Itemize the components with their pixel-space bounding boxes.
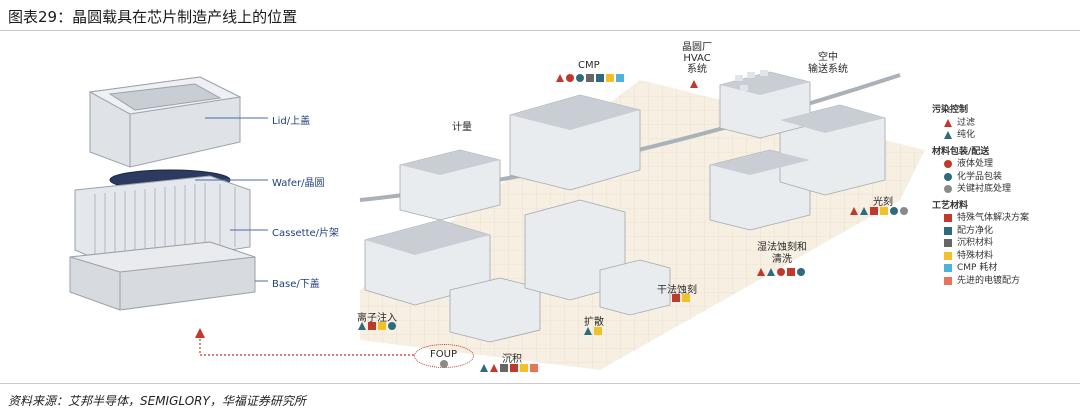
station-diffusion: 扩散 [584, 317, 604, 328]
foup-symbols [440, 360, 448, 368]
station-deposition: 沉积 [502, 354, 522, 365]
legend-item: CMP 耗材 [932, 262, 1029, 275]
source-note: 资料来源：艾邦半导体，SEMIGLORY，华福证券研究所 [8, 394, 306, 408]
legend-contamination-title: 污染控制 [932, 105, 969, 115]
station-dry: 干法蚀刻 [657, 285, 697, 296]
legend-process-materials-title: 工艺材料 [932, 200, 969, 211]
deposition-symbols [480, 364, 538, 372]
legend-item: 先进的电镀配方 [932, 275, 1029, 288]
part-wafer-label: Wafer/晶圆 [272, 178, 325, 189]
part-lid-label: Lid/上盖 [272, 116, 311, 127]
legend-item: 沉积材料 [932, 237, 1029, 250]
wafer-carrier-illustration [69, 76, 256, 311]
station-metrology: 计量 [452, 122, 472, 133]
legend-item: 化学品包装 [932, 171, 1029, 184]
legend-item: 特殊气体解决方案 [932, 212, 1029, 225]
station-amhs: 空中 输送系统 [808, 52, 848, 75]
litho-symbols [850, 207, 908, 215]
diffusion-symbols [584, 327, 602, 335]
wet-symbols [757, 268, 805, 276]
legend: 污染控制 过滤 纯化 材料包装/配送 液体处理 化学品包装 关键衬底处理 工艺材… [932, 100, 1029, 287]
legend-item: 纯化 [932, 129, 1029, 142]
station-implant: 离子注入 [357, 313, 397, 324]
fab-floor-illustration [359, 70, 925, 370]
title-divider [0, 30, 1080, 31]
station-fab-hvac: 晶圆厂 HVAC 系统 [682, 42, 712, 75]
legend-materials-pkg-title: 材料包装/配送 [932, 146, 990, 157]
legend-item: 过滤 [932, 117, 1029, 130]
station-cmp: CMP [578, 60, 600, 71]
station-wet: 湿法蚀刻和 清洗 [757, 242, 807, 265]
implant-symbols [358, 322, 396, 330]
hvac-symbols [690, 80, 698, 88]
station-foup: FOUP [430, 349, 457, 360]
legend-item: 特殊材料 [932, 250, 1029, 263]
station-litho: 光刻 [873, 197, 893, 208]
legend-item: 配方净化 [932, 225, 1029, 238]
cmp-symbols [556, 74, 624, 82]
dry-symbols [672, 294, 690, 302]
figure-title: 图表29：晶圆载具在芯片制造产线上的位置 [8, 8, 298, 26]
legend-item: 关键衬底处理 [932, 183, 1029, 196]
source-divider [0, 383, 1080, 384]
legend-item: 液体处理 [932, 158, 1029, 171]
part-cassette-label: Cassette/片架 [272, 228, 340, 239]
part-base-label: Base/下盖 [272, 279, 320, 290]
